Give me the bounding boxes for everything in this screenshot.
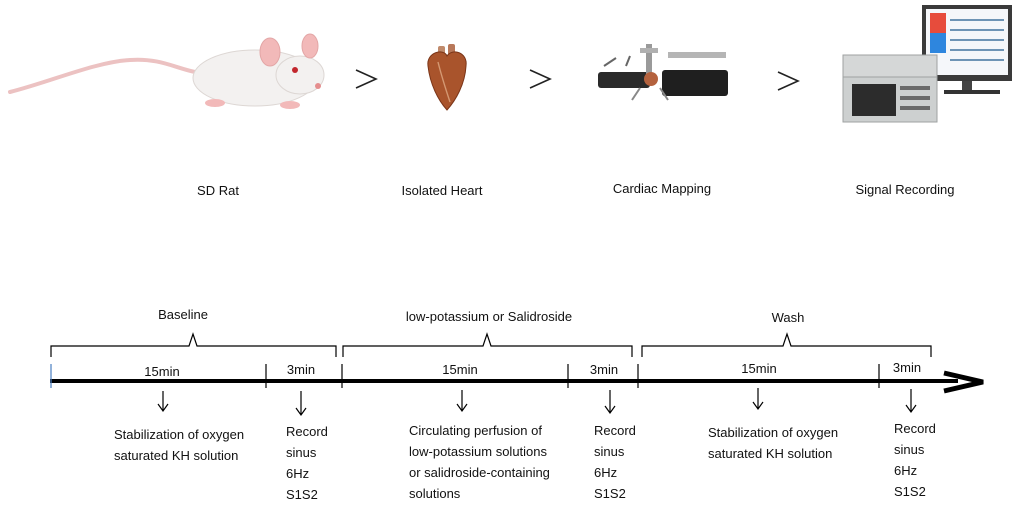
note-baseline-stabilization: Stabilization of oxygen saturated KH sol… [114,427,245,463]
note-treatment-record: Record sinus 6Hz S1S2 [594,423,636,501]
phase-label-baseline: Baseline [158,307,208,322]
duration-label: 3min [589,362,619,377]
duration-label: 3min [286,362,316,377]
chevron-right-icon [355,69,378,89]
timeline-ticks [50,364,880,388]
phase-brackets [50,332,932,357]
heart-illustration [427,44,467,111]
duration-label: 3min [892,360,922,375]
recording-system-illustration [842,5,1012,123]
rat-illustration [8,33,325,109]
note-wash-record: Record sinus 6Hz S1S2 [894,421,936,499]
mapping-apparatus-illustration [598,44,728,101]
phase-label-wash: Wash [771,310,805,325]
chevron-right-icon [777,71,800,91]
duration-label: 15min [144,364,180,379]
step-label: Signal Recording [855,182,955,197]
step-label: Cardiac Mapping [612,181,712,196]
phase-label-treatment: low-potassium or Salidroside [405,309,573,324]
down-arrows [157,388,917,417]
note-wash-stabilization: Stabilization of oxygen saturated KH sol… [708,425,839,461]
step-label: Isolated Heart [401,183,483,198]
arrow-head-icon [943,370,984,394]
duration-label: 15min [741,361,777,376]
illustrations [8,5,1012,123]
note-baseline-record: Record sinus 6Hz S1S2 [286,424,328,502]
step-label: SD Rat [197,183,239,198]
chevron-right-icon [529,69,552,89]
duration-label: 15min [442,362,478,377]
note-treatment-perfusion: Circulating perfusion of low-potassium s… [409,423,550,501]
